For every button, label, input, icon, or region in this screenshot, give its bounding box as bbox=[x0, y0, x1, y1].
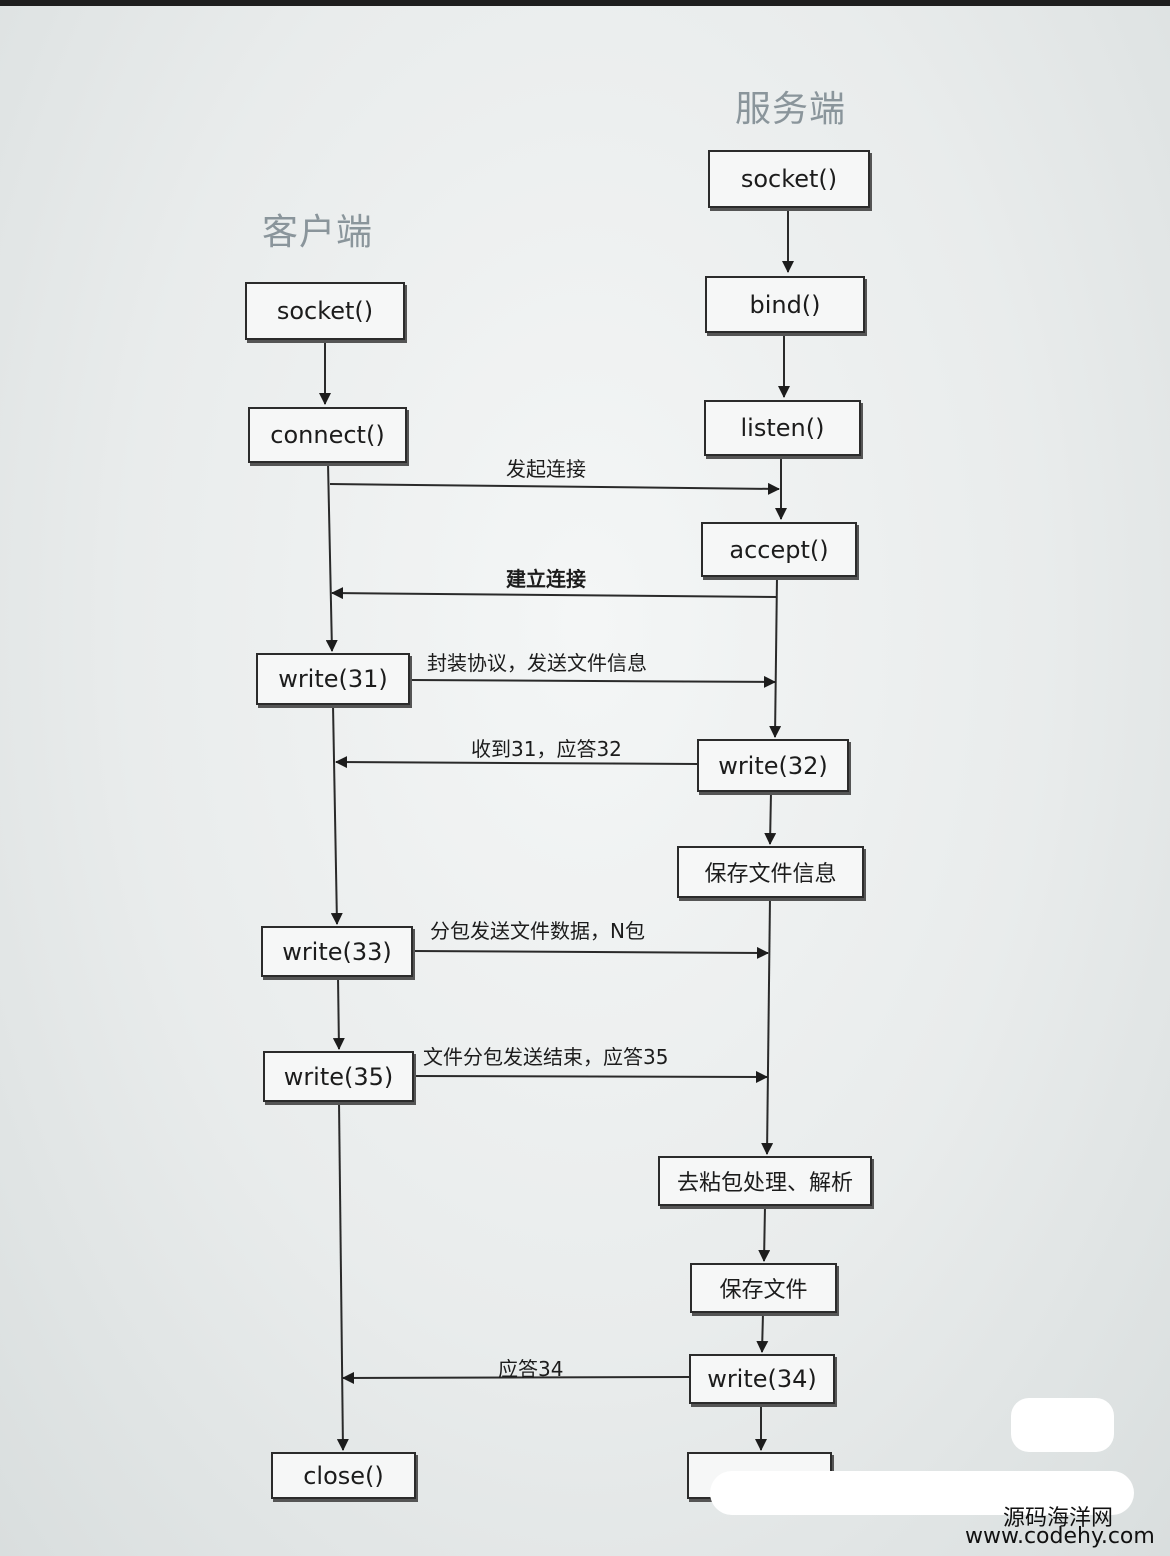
client-write33-box: write(33) bbox=[261, 926, 413, 977]
label-send-end: 文件分包发送结束，应答35 bbox=[423, 1045, 669, 1069]
label-send-packets: 分包发送文件数据，N包 bbox=[430, 919, 645, 943]
client-socket-box: socket() bbox=[245, 282, 405, 340]
server-listen-box: listen() bbox=[704, 400, 861, 456]
label-send-file-info: 封装协议，发送文件信息 bbox=[427, 651, 647, 675]
arrow-write33-write35 bbox=[332, 976, 345, 1050]
client-write35-box: write(35) bbox=[263, 1051, 414, 1102]
arrow-msg-32 bbox=[335, 756, 698, 769]
arrow-write32-save bbox=[764, 791, 777, 845]
arrow-savefile-write34 bbox=[756, 1312, 769, 1353]
server-socket-box: socket() bbox=[708, 150, 870, 208]
arrow-connect-write31 bbox=[325, 462, 338, 652]
label-ack-32: 收到31，应答32 bbox=[471, 737, 622, 761]
server-write34-box: write(34) bbox=[689, 1354, 835, 1404]
label-connection-established: 建立连接 bbox=[506, 567, 586, 591]
server-write32-box: write(32) bbox=[697, 739, 849, 792]
arrow-msg-34 bbox=[342, 1371, 691, 1384]
server-save-info-box: 保存文件信息 bbox=[677, 846, 864, 898]
label-initiate-connection: 发起连接 bbox=[506, 457, 586, 481]
overlay-bar bbox=[710, 1471, 1134, 1515]
label-ack-34: 应答34 bbox=[498, 1357, 564, 1381]
client-title: 客户端 bbox=[262, 212, 374, 253]
server-save-file-box: 保存文件 bbox=[690, 1263, 837, 1313]
arrow-write35-close bbox=[336, 1101, 349, 1451]
arrow-msg-connect bbox=[329, 482, 780, 495]
arrow-msg-31 bbox=[409, 675, 776, 688]
arrow-msg-33 bbox=[412, 946, 769, 959]
arrow-msg-35 bbox=[413, 1070, 768, 1083]
client-connect-box: connect() bbox=[248, 407, 407, 463]
overlay-patch bbox=[1011, 1398, 1114, 1452]
arrow-accept-write32 bbox=[769, 576, 782, 738]
arrow-parse-savefile bbox=[758, 1205, 771, 1262]
client-write31-box: write(31) bbox=[256, 653, 410, 705]
arrow-save-parse bbox=[761, 897, 774, 1155]
server-bind-box: bind() bbox=[705, 276, 865, 333]
server-parse-box: 去粘包处理、解析 bbox=[658, 1156, 872, 1206]
server-title: 服务端 bbox=[735, 89, 847, 130]
client-close-box: close() bbox=[271, 1452, 416, 1499]
top-edge bbox=[0, 0, 1170, 6]
server-accept-box: accept() bbox=[701, 522, 857, 577]
watermark-url: www.codehy.com bbox=[965, 1524, 1155, 1549]
arrow-write31-write33 bbox=[330, 704, 343, 925]
arrow-msg-established bbox=[331, 587, 778, 600]
watermark-name: 源码海洋网 bbox=[1003, 1506, 1114, 1531]
